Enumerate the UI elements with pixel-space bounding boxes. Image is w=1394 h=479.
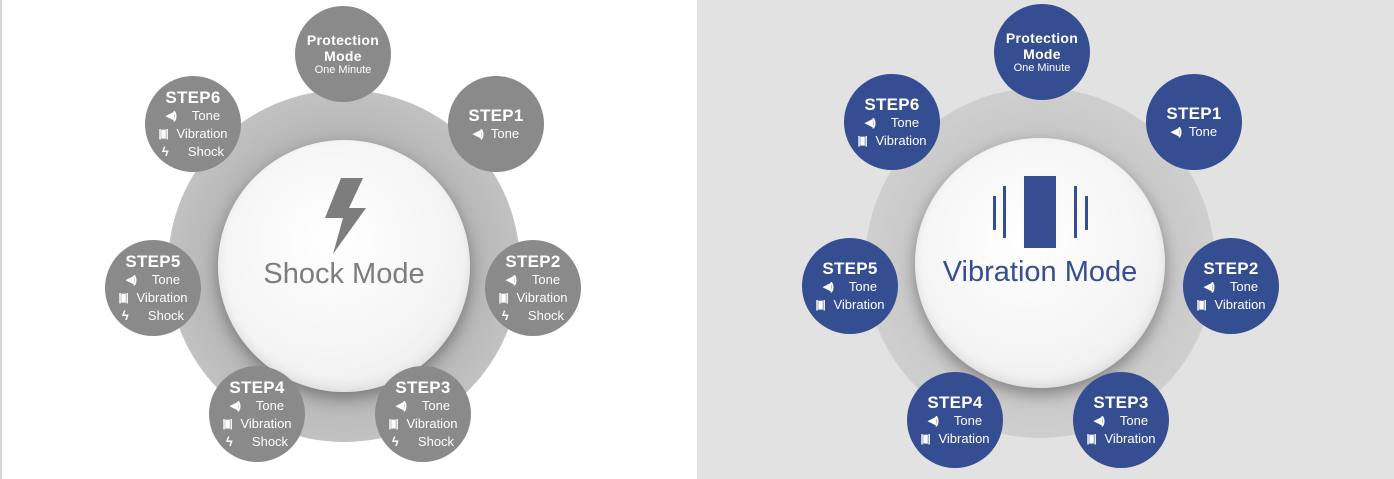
shock-step4-node: STEP4 ◀) Tone |▮| Vibration ϟ Shock [209, 366, 305, 462]
step-item-vibration: Vibration [516, 289, 568, 305]
vibration-icon: |▮| [222, 417, 232, 430]
speaker-tone-icon: ◀) [1203, 280, 1215, 293]
vibration-icon: |▮| [857, 134, 867, 147]
step-title: STEP3 [395, 377, 451, 397]
shock-step5-node: STEP5 ◀) Tone |▮| Vibration ϟ Shock [105, 240, 201, 336]
step-item-tone: Tone [421, 397, 451, 413]
step-item-vibration: Vibration [176, 125, 228, 141]
vibration-icon: |▮| [158, 127, 168, 140]
step-item-vibration: Vibration [833, 296, 885, 312]
step-item-shock: Shock [147, 307, 185, 323]
lightning-bolt-icon: ϟ [501, 307, 509, 323]
step-title: STEP1 [468, 105, 524, 125]
vibration-mode-label: Vibration Mode [942, 256, 1138, 288]
step-item-tone: Tone [191, 107, 221, 123]
step-title: STEP5 [125, 251, 181, 271]
step-title: STEP1 [1166, 103, 1222, 123]
step-item-shock: Shock [417, 433, 455, 449]
step-item-tone: Tone [890, 114, 920, 130]
vibration-icon: |▮| [388, 417, 398, 430]
step-title: STEP2 [505, 251, 561, 271]
step-item-shock: Shock [187, 143, 225, 159]
vibration-icon [993, 176, 1088, 248]
protection-duration: One Minute [314, 63, 372, 76]
step-item-vibration: Vibration [136, 289, 188, 305]
vibration-step6-node: STEP6 ◀) Tone |▮| Vibration [844, 74, 940, 170]
lightning-bolt-icon: ϟ [391, 433, 399, 449]
step-item-tone: Tone [151, 271, 181, 287]
shock-mode-label: Shock Mode [263, 258, 425, 290]
step-item-tone: Tone [1229, 278, 1259, 294]
step-title: STEP6 [165, 87, 221, 107]
vibration-step5-node: STEP5 ◀) Tone |▮| Vibration [802, 238, 898, 334]
speaker-tone-icon: ◀) [165, 109, 177, 122]
step-item-vibration: Vibration [938, 430, 990, 446]
vibration-icon: |▮| [1196, 298, 1206, 311]
speaker-tone-icon: ◀) [927, 414, 939, 427]
vibration-icon: |▮| [118, 291, 128, 304]
shock-step6-node: STEP6 ◀) Tone |▮| Vibration ϟ Shock [145, 76, 241, 172]
lightning-bolt-icon [325, 178, 366, 254]
shock-step2-node: STEP2 ◀) Tone |▮| Vibration ϟ Shock [485, 240, 581, 336]
step-item-shock: Shock [527, 307, 565, 323]
step-title: STEP4 [927, 392, 983, 412]
speaker-tone-icon: ◀) [822, 280, 834, 293]
protection-title-mode: Mode [324, 47, 362, 64]
lightning-bolt-icon: ϟ [225, 433, 233, 449]
step-item-vibration: Vibration [1214, 296, 1266, 312]
vibration-step4-node: STEP4 ◀) Tone |▮| Vibration [907, 372, 1003, 468]
protection-title: Protection [1005, 29, 1079, 46]
lightning-bolt-icon: ϟ [121, 307, 129, 323]
step-item-tone: Tone [490, 125, 520, 141]
shock-mode-panel: Shock Mode Protection Mode One Minute ST… [0, 0, 690, 479]
shock-protection-node: Protection Mode One Minute [295, 6, 391, 102]
shock-center-circle: Shock Mode [218, 140, 470, 392]
protection-title: Protection [306, 31, 380, 48]
vibration-step3-node: STEP3 ◀) Tone |▮| Vibration [1073, 372, 1169, 468]
speaker-tone-icon: ◀) [864, 116, 876, 129]
speaker-tone-icon: ◀) [1093, 414, 1105, 427]
speaker-tone-icon: ◀) [505, 273, 517, 286]
vibration-icon: |▮| [1086, 432, 1096, 445]
vibration-icon: |▮| [815, 298, 825, 311]
speaker-tone-icon: ◀) [395, 399, 407, 412]
vibration-protection-node: Protection Mode One Minute [994, 4, 1090, 100]
step-item-tone: Tone [1119, 412, 1149, 428]
step-title: STEP3 [1093, 392, 1149, 412]
vibration-mode-panel: Vibration Mode Protection Mode One Minut… [697, 0, 1394, 479]
step-title: STEP5 [822, 258, 878, 278]
vibration-step2-node: STEP2 ◀) Tone |▮| Vibration [1183, 238, 1279, 334]
shock-step1-node: STEP1 ◀) Tone [448, 76, 544, 172]
vibration-center-circle: Vibration Mode [915, 138, 1165, 388]
step-item-shock: Shock [251, 433, 289, 449]
step-item-tone: Tone [531, 271, 561, 287]
step-item-vibration: Vibration [1104, 430, 1156, 446]
vibration-icon: |▮| [920, 432, 930, 445]
lightning-bolt-icon: ϟ [161, 143, 169, 159]
step-item-vibration: Vibration [875, 132, 927, 148]
speaker-tone-icon: ◀) [472, 127, 484, 140]
step-item-tone: Tone [1188, 123, 1218, 139]
step-item-tone: Tone [255, 397, 285, 413]
protection-title-mode: Mode [1023, 45, 1061, 62]
speaker-tone-icon: ◀) [1170, 125, 1182, 138]
step-item-tone: Tone [953, 412, 983, 428]
step-item-vibration: Vibration [240, 415, 292, 431]
vibration-icon: |▮| [498, 291, 508, 304]
step-title: STEP6 [864, 94, 920, 114]
speaker-tone-icon: ◀) [125, 273, 137, 286]
speaker-tone-icon: ◀) [229, 399, 241, 412]
protection-duration: One Minute [1013, 61, 1071, 74]
step-item-vibration: Vibration [406, 415, 458, 431]
step-title: STEP4 [229, 377, 285, 397]
step-title: STEP2 [1203, 258, 1259, 278]
step-item-tone: Tone [848, 278, 878, 294]
vibration-step1-node: STEP1 ◀) Tone [1146, 74, 1242, 170]
shock-step3-node: STEP3 ◀) Tone |▮| Vibration ϟ Shock [375, 366, 471, 462]
